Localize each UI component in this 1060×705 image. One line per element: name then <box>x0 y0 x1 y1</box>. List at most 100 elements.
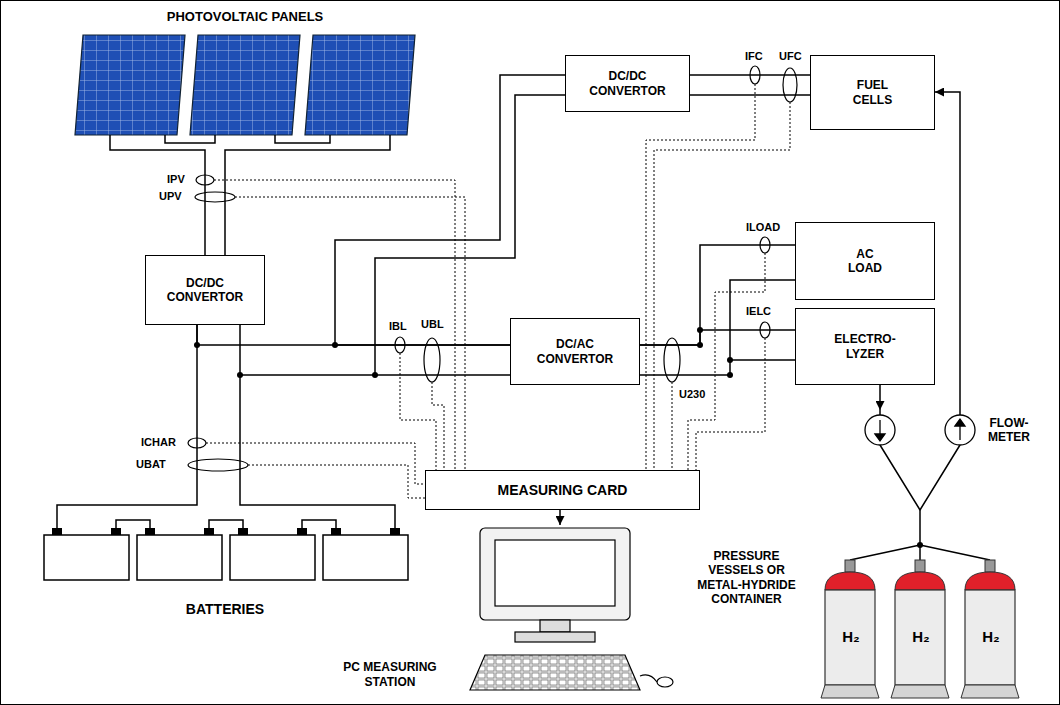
pc-illustration <box>470 528 673 690</box>
flow-arrow <box>559 510 561 525</box>
pc-station: PC MEASURING STATION <box>330 525 650 697</box>
signal-name: IFC <box>744 50 764 63</box>
gas-symbol: H₂ <box>900 628 942 646</box>
pc-illustration <box>470 655 640 690</box>
wire <box>110 135 205 158</box>
battery-symbol <box>44 528 129 580</box>
sensor-ring <box>783 68 797 102</box>
signal-line <box>654 102 790 470</box>
power-wire <box>919 510 921 535</box>
hydrogen-cylinder <box>821 560 879 698</box>
box-label: MEASURING CARD <box>498 482 628 499</box>
hydrogen-cylinder <box>891 560 949 698</box>
flow-arrow <box>935 92 960 410</box>
electrolyzer-box: ELECTRO- LYZER <box>795 308 935 385</box>
pv-panel <box>75 35 415 135</box>
wire <box>56 520 58 528</box>
wire <box>880 410 960 415</box>
pc-illustration <box>657 677 673 687</box>
box-label: FUEL CELLS <box>848 78 898 107</box>
box-label: AC LOAD <box>843 247 888 276</box>
box-label: ELECTRO- LYZER <box>825 332 905 361</box>
wire <box>880 445 960 510</box>
wire <box>225 135 390 255</box>
power-wire <box>640 245 795 345</box>
gas-symbol: H₂ <box>970 628 1012 646</box>
wire <box>240 375 395 528</box>
power-wire <box>335 75 565 345</box>
power-wire <box>197 325 510 345</box>
signal-name: IPV <box>166 173 186 186</box>
fuel-cell-box: FUEL CELLS <box>810 55 935 130</box>
junction-dot <box>727 372 733 378</box>
wire <box>640 280 795 375</box>
hydrogen-cylinder <box>821 560 1019 698</box>
flow-arrow <box>879 385 881 410</box>
pc-illustration <box>540 620 570 632</box>
power-wire <box>204 158 206 255</box>
connectors <box>57 75 960 535</box>
wire <box>116 520 336 528</box>
wire <box>730 359 795 361</box>
signal-name: UFC <box>778 50 803 63</box>
wire <box>850 535 990 560</box>
converter-box: DC/DC CONVERTOR <box>145 255 265 325</box>
signal-name: IBL <box>388 320 408 333</box>
flow-meter-symbol <box>875 434 885 441</box>
box-label: DC/DC CONVERTOR <box>585 69 670 98</box>
signal-line <box>672 382 673 470</box>
signal-line <box>206 84 790 498</box>
measuring-card: MEASURING CARD <box>425 470 700 510</box>
battery-symbol <box>323 528 408 580</box>
hydrogen-storage: PRESSURE VESSELS OR METAL-HYDRIDE CONTAI… <box>690 535 1035 701</box>
signal-line <box>248 465 425 498</box>
storage-label: PRESSURE VESSELS OR METAL-HYDRIDE CONTAI… <box>694 549 799 607</box>
station-label: PC MEASURING STATION <box>330 660 450 689</box>
load-box: AC LOAD <box>795 222 935 300</box>
power-wire <box>690 74 810 76</box>
signal-name: UBL <box>420 318 445 331</box>
junction-dot <box>237 372 243 378</box>
flow-meter-symbol <box>955 419 965 426</box>
hydrogen-cylinder <box>961 560 1019 698</box>
signal-line <box>432 382 444 470</box>
wire <box>57 95 990 560</box>
power-wire <box>640 330 795 345</box>
signal-name: IELC <box>745 305 772 318</box>
battery-symbol <box>230 528 315 580</box>
signal-name: ICHAR <box>140 436 177 449</box>
pv-array: PHOTOVOLTAIC PANELS <box>60 6 430 158</box>
box-label: DC/DC CONVERTOR <box>163 276 248 305</box>
sensor-ring <box>195 192 235 202</box>
pv-panel <box>305 35 415 135</box>
battery-bank: BATTERIES <box>35 520 415 620</box>
flow-meter: FLOW- METER <box>835 410 1050 510</box>
wire <box>690 94 810 96</box>
signal-line <box>400 353 436 470</box>
meter-label: FLOW- METER <box>983 416 1035 445</box>
flow-meter-symbol <box>865 415 975 445</box>
signal-name: UPV <box>158 190 183 203</box>
battery-symbol <box>137 528 222 580</box>
converter-box: DC/DC CONVERTOR <box>565 55 690 112</box>
junction-dot <box>917 542 923 548</box>
signal-line <box>235 197 465 470</box>
array-heading: PHOTOVOLTAIC PANELS <box>167 9 324 25</box>
gas-symbol: H₂ <box>830 628 872 646</box>
box-label: DC/AC CONVERTOR <box>530 337 620 366</box>
pv-panel <box>75 35 185 135</box>
junction-dot <box>372 372 378 378</box>
pc-illustration <box>480 528 630 620</box>
flow-meter-symbol <box>945 415 975 445</box>
flow-meter-symbol <box>865 415 895 445</box>
sensor-ring <box>188 66 797 471</box>
pc-illustration <box>515 632 595 642</box>
signal-name: U230 <box>678 388 706 401</box>
pc-illustration <box>495 540 615 606</box>
junction-dot <box>727 357 733 363</box>
pv-panel <box>190 35 300 135</box>
signal-line <box>696 338 765 470</box>
